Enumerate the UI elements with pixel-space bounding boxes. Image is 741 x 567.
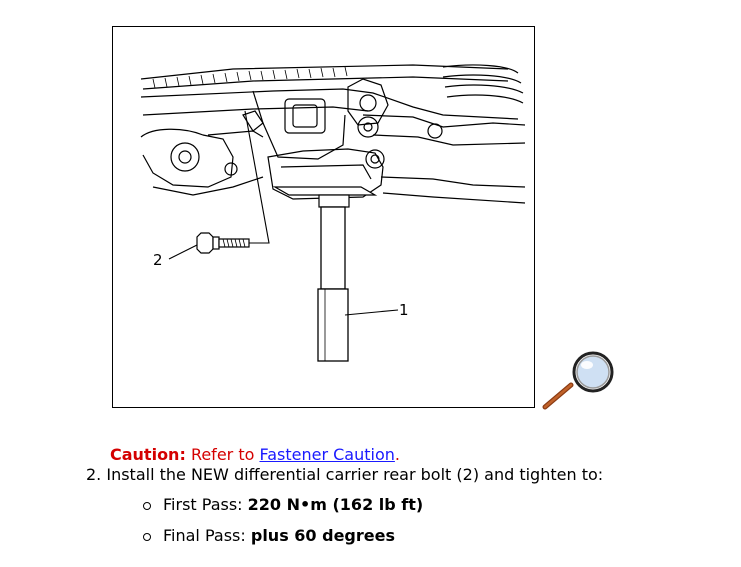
list-item: First Pass: 220 N•m (162 lb ft) xyxy=(140,495,423,526)
pass-label: Final Pass: xyxy=(163,526,246,545)
callout-2-label: 2 xyxy=(153,251,163,269)
illustration-frame: 2 1 xyxy=(112,26,535,408)
list-item: Final Pass: plus 60 degrees xyxy=(140,526,423,557)
pass-value: plus 60 degrees xyxy=(250,526,395,545)
step-text: Install the NEW differential carrier rea… xyxy=(106,465,604,484)
caution-period: . xyxy=(394,445,400,464)
step-number: 2. xyxy=(86,465,102,484)
bullet-icon xyxy=(143,502,151,510)
magnifier-icon[interactable] xyxy=(541,350,621,412)
procedure-step: 2. Install the NEW differential carrier … xyxy=(86,465,603,484)
fastener-caution-link[interactable]: Fastener Caution xyxy=(259,445,395,464)
pass-value: 220 N•m (162 lb ft) xyxy=(247,495,424,514)
callout-1-label: 1 xyxy=(399,301,409,319)
pass-label: First Pass: xyxy=(163,495,243,514)
torque-pass-list: First Pass: 220 N•m (162 lb ft) Final Pa… xyxy=(140,495,423,557)
caution-note: Caution: Refer to Fastener Caution. xyxy=(110,445,400,464)
caution-label: Caution: xyxy=(110,445,186,464)
differential-carrier-illustration: 2 1 xyxy=(140,64,526,362)
caution-text: Refer to xyxy=(190,445,255,464)
bullet-icon xyxy=(143,533,151,541)
